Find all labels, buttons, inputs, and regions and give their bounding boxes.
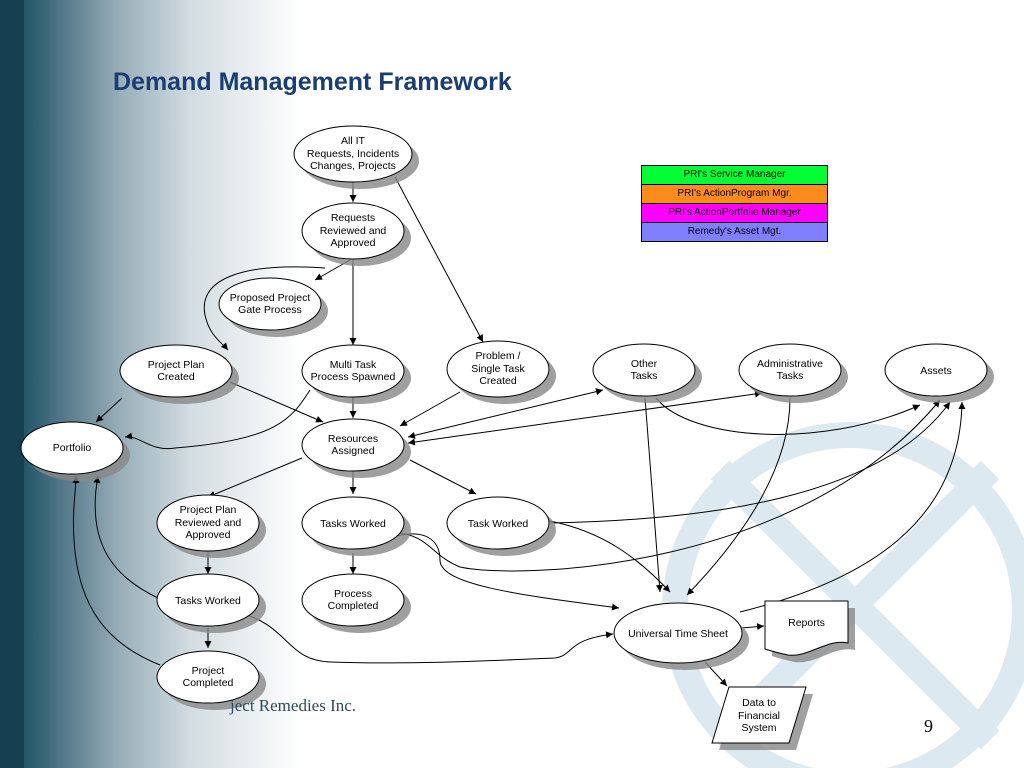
edge-tasksworkedmid-assets: [392, 399, 941, 572]
edge-plan-resources: [229, 381, 324, 423]
label-portfolio: Portfolio: [52, 441, 92, 454]
edge-requests-plan: [203, 266, 326, 351]
edge-other-assets: [655, 397, 921, 435]
label-project-plan-created: Project Plan Created: [147, 358, 205, 384]
edge-problem-resources: [399, 391, 461, 427]
label-problem-single: Problem / Single Task Created: [471, 350, 525, 388]
node-plan-reviewed: [156, 494, 260, 552]
edge-resources-taskworked: [409, 459, 477, 495]
edge-completed-portfolio: [72, 475, 161, 666]
legend-item-asset-mgt: Remedy's Asset Mgt.: [641, 222, 828, 242]
label-other-tasks: Other Tasks: [630, 357, 658, 383]
node-shapes: [20, 125, 988, 704]
node-universal-time-sheet: [613, 602, 743, 664]
legend: PRI's Service Manager PRI's ActionProgra…: [641, 165, 828, 242]
edge-other-uts: [644, 397, 663, 593]
legend-item-actionprogram: PRI's ActionProgram Mgr.: [641, 184, 828, 204]
node-tasks-worked-left: [156, 573, 260, 627]
edge-uts-assets: [739, 401, 966, 613]
node-portfolio: [20, 421, 124, 475]
edge-resources-planreviewed: [207, 457, 303, 498]
node-project-plan-created: [119, 344, 233, 398]
label-project-completed: Project Completed: [182, 664, 234, 690]
edge-tasksworkedmid-uts: [392, 533, 620, 611]
edge-tasksworked-portfolio: [93, 475, 159, 599]
node-multi-task: [301, 344, 405, 398]
label-plan-reviewed: Project Plan Reviewed and Approved: [174, 504, 242, 542]
edge-resources-admin: [407, 390, 763, 446]
edge-admin-uts: [686, 397, 791, 596]
edge-tasksworked-uts: [236, 611, 614, 664]
label-data-financial: Data to Financial System: [737, 697, 781, 735]
edge-allit-problem: [394, 176, 484, 343]
label-all-it: All IT Requests, Incidents Changes, Proj…: [306, 135, 400, 173]
label-process-completed: Process Completed: [327, 587, 379, 613]
node-reports-shape: [764, 600, 849, 656]
slide-title: Demand Management Framework: [113, 68, 512, 96]
edge-multitask-portfolio: [124, 389, 311, 450]
node-process-completed: [301, 573, 405, 627]
edge-plan-portfolio: [95, 397, 123, 423]
node-tasks-worked-mid: [301, 496, 405, 550]
node-problem-single: [446, 340, 550, 398]
label-multi-task: Multi Task Process Spawned: [310, 358, 396, 384]
legend-item-service-manager: PRI's Service Manager: [641, 165, 828, 185]
edge-uts-reports: [741, 623, 765, 631]
legend-item-actionportfolio: PRI's ActionPortfolio Manager: [641, 203, 828, 223]
label-requests-reviewed: Requests Reviewed and Approved: [319, 212, 387, 250]
node-data-financial-shape: [711, 686, 807, 744]
label-resources-assigned: Resources Assigned: [327, 432, 379, 458]
label-admin-tasks: Administrative Tasks: [757, 357, 823, 383]
edge-taskworked-assets: [550, 401, 951, 524]
label-reports: Reports: [788, 616, 825, 629]
label-tasks-worked-mid: Tasks Worked: [320, 517, 386, 530]
label-assets: Assets: [920, 364, 952, 377]
node-resources-assigned: [301, 418, 405, 472]
background-edge: [0, 0, 24, 768]
node-proposed-gate: [218, 277, 322, 331]
connectors: [72, 176, 966, 687]
label-tasks-worked-left: Tasks Worked: [175, 594, 241, 607]
label-task-worked-right: Task Worked: [467, 517, 529, 530]
page-number: 9: [924, 716, 933, 736]
label-universal-time-sheet: Universal Time Sheet: [628, 627, 728, 640]
node-task-worked-right: [446, 496, 550, 550]
node-other-tasks: [592, 343, 696, 397]
node-assets: [884, 343, 988, 397]
node-requests-reviewed: [301, 202, 405, 260]
company-logo: ject Remedies Inc.: [230, 696, 357, 715]
node-project-completed: [156, 650, 260, 704]
label-proposed-gate: Proposed Project Gate Process: [229, 291, 311, 317]
node-admin-tasks: [738, 343, 842, 397]
node-all-it: [293, 125, 413, 183]
